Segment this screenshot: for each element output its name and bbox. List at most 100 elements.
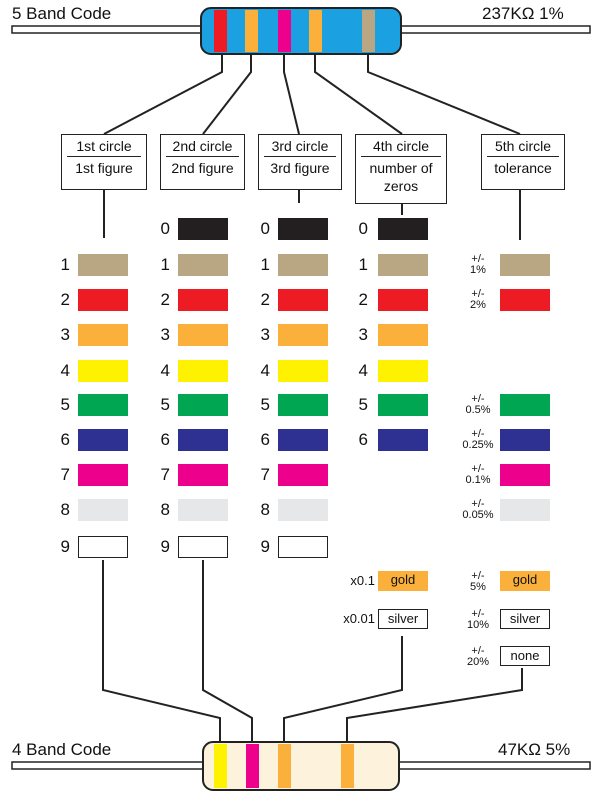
top-lead-left <box>11 25 203 34</box>
digit-label: 4 <box>358 361 368 380</box>
digit-label: 9 <box>160 537 170 556</box>
digit-label: 1 <box>60 255 70 274</box>
digit-label: 0 <box>260 219 270 238</box>
digit-label: 5 <box>260 395 270 414</box>
band4-4-gold <box>341 744 354 788</box>
tolerance-none: none <box>500 646 550 666</box>
tolerance-sign: +/- <box>471 645 485 657</box>
digit-label: 8 <box>60 500 70 519</box>
swatch-red-col3 <box>278 289 328 311</box>
digit-label: 9 <box>60 537 70 556</box>
tolerance-value: 0.05% <box>462 509 494 521</box>
value-5band: 237KΩ 1% <box>482 4 564 23</box>
bottom-lead-right <box>397 761 591 770</box>
tolerance-value: 10% <box>466 619 490 631</box>
swatch-grey-col1 <box>78 499 128 521</box>
swatch-white-col2 <box>178 536 228 558</box>
tolerance-sign: +/- <box>471 570 485 582</box>
band4-1-yellow <box>214 744 227 788</box>
digit-label: 3 <box>260 325 270 344</box>
swatch-yellow-col3 <box>278 360 328 382</box>
swatch-red-col4 <box>378 289 428 311</box>
digit-label: 1 <box>260 255 270 274</box>
tolerance-value: 0.1% <box>465 474 491 486</box>
swatch-orange-col3 <box>278 324 328 346</box>
swatch-green-col1 <box>78 394 128 416</box>
swatch-blue-col3 <box>278 429 328 451</box>
swatch-black-col3 <box>278 218 328 240</box>
digit-label: 0 <box>160 219 170 238</box>
digit-label: 2 <box>260 290 270 309</box>
tolerance-label: +/-0.05% <box>460 499 496 521</box>
tolerance-value: 0.5% <box>465 404 491 416</box>
digit-label: 2 <box>358 290 368 309</box>
header-3rd-circle: 3rd circle 3rd figure <box>258 134 342 190</box>
swatch-brown-col4 <box>378 254 428 276</box>
band-5-brown <box>362 10 375 52</box>
swatch-violet-col3 <box>278 464 328 486</box>
tolerance-label: +/-2% <box>460 289 496 311</box>
header-line1: 4th circle <box>361 137 441 157</box>
digit-label: 0 <box>358 219 368 238</box>
swatch-green-col2 <box>178 394 228 416</box>
swatch-grey-tolerance <box>500 499 550 521</box>
swatch-red-tolerance <box>500 289 550 311</box>
digit-label: 8 <box>160 500 170 519</box>
swatch-orange-col1 <box>78 324 128 346</box>
digit-label: 3 <box>60 325 70 344</box>
header-line2: number of zeros <box>369 160 433 194</box>
tolerance-sign: +/- <box>471 288 485 300</box>
swatch-black-col2 <box>178 218 228 240</box>
swatch-blue-col1 <box>78 429 128 451</box>
digit-label: 4 <box>260 361 270 380</box>
tolerance-sign: +/- <box>471 608 485 620</box>
tolerance-silver: silver <box>500 609 550 629</box>
digit-label: 8 <box>260 500 270 519</box>
swatch-black-col4 <box>378 218 428 240</box>
digit-label: 5 <box>60 395 70 414</box>
swatch-blue-col2 <box>178 429 228 451</box>
multiplier-silver: silver <box>378 609 428 629</box>
header-5th-circle: 5th circle tolerance <box>481 134 565 190</box>
digit-label: 1 <box>160 255 170 274</box>
tolerance-label: +/-5% <box>460 571 496 593</box>
tolerance-label: +/-20% <box>460 646 496 668</box>
header-line2: 3rd figure <box>270 160 330 176</box>
swatch-green-col4 <box>378 394 428 416</box>
swatch-violet-col1 <box>78 464 128 486</box>
top-lead-right <box>399 25 591 34</box>
header-line2: 1st figure <box>75 160 133 176</box>
digit-label: 4 <box>60 361 70 380</box>
tolerance-sign: +/- <box>471 253 485 265</box>
band4-2-violet <box>246 744 259 788</box>
header-line1: 3rd circle <box>264 137 336 157</box>
title-4band: 4 Band Code <box>12 740 112 759</box>
swatch-yellow-col1 <box>78 360 128 382</box>
swatch-brown-tolerance <box>500 254 550 276</box>
header-line1: 5th circle <box>487 137 559 157</box>
header-2nd-circle: 2nd circle 2nd figure <box>160 134 245 190</box>
resistor-4band-body <box>202 741 400 791</box>
digit-label: 6 <box>160 430 170 449</box>
swatch-violet-col2 <box>178 464 228 486</box>
swatch-grey-col2 <box>178 499 228 521</box>
digit-label: 4 <box>160 361 170 380</box>
digit-label: 6 <box>60 430 70 449</box>
swatch-yellow-col2 <box>178 360 228 382</box>
swatch-white-col3 <box>278 536 328 558</box>
band-2-orange <box>245 10 258 52</box>
swatch-green-col3 <box>278 394 328 416</box>
tolerance-label: +/-0.25% <box>460 429 496 451</box>
header-line2: tolerance <box>494 160 552 176</box>
tolerance-value: 2% <box>470 299 486 311</box>
digit-label: 3 <box>160 325 170 344</box>
digit-label: 7 <box>160 465 170 484</box>
swatch-orange-col2 <box>178 324 228 346</box>
digit-label: 5 <box>358 395 368 414</box>
digit-label: 2 <box>160 290 170 309</box>
swatch-brown-col2 <box>178 254 228 276</box>
swatch-green-tolerance <box>500 394 550 416</box>
tolerance-sign: +/- <box>471 428 485 440</box>
band-3-violet <box>278 10 291 52</box>
